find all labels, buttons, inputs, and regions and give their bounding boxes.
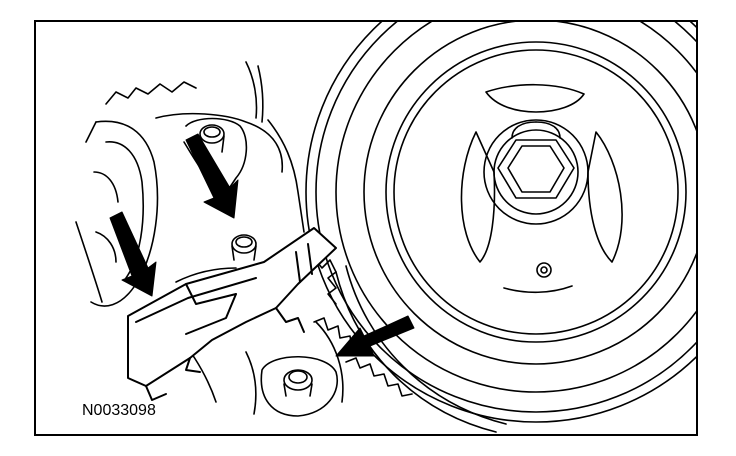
figure-frame: N0033098 — [34, 20, 698, 436]
center-bolt — [231, 234, 257, 261]
figure-id-label: N0033098 — [80, 402, 158, 420]
lower-bolt — [260, 355, 338, 417]
upper-bolt — [185, 117, 248, 203]
arrow-down-icon — [109, 211, 157, 297]
holding-tool — [127, 227, 337, 401]
arrow-down-icon — [185, 133, 239, 219]
crankshaft-pulley — [305, 22, 696, 433]
arrow-down-left-icon — [335, 315, 415, 357]
engine-illustration — [75, 22, 696, 433]
